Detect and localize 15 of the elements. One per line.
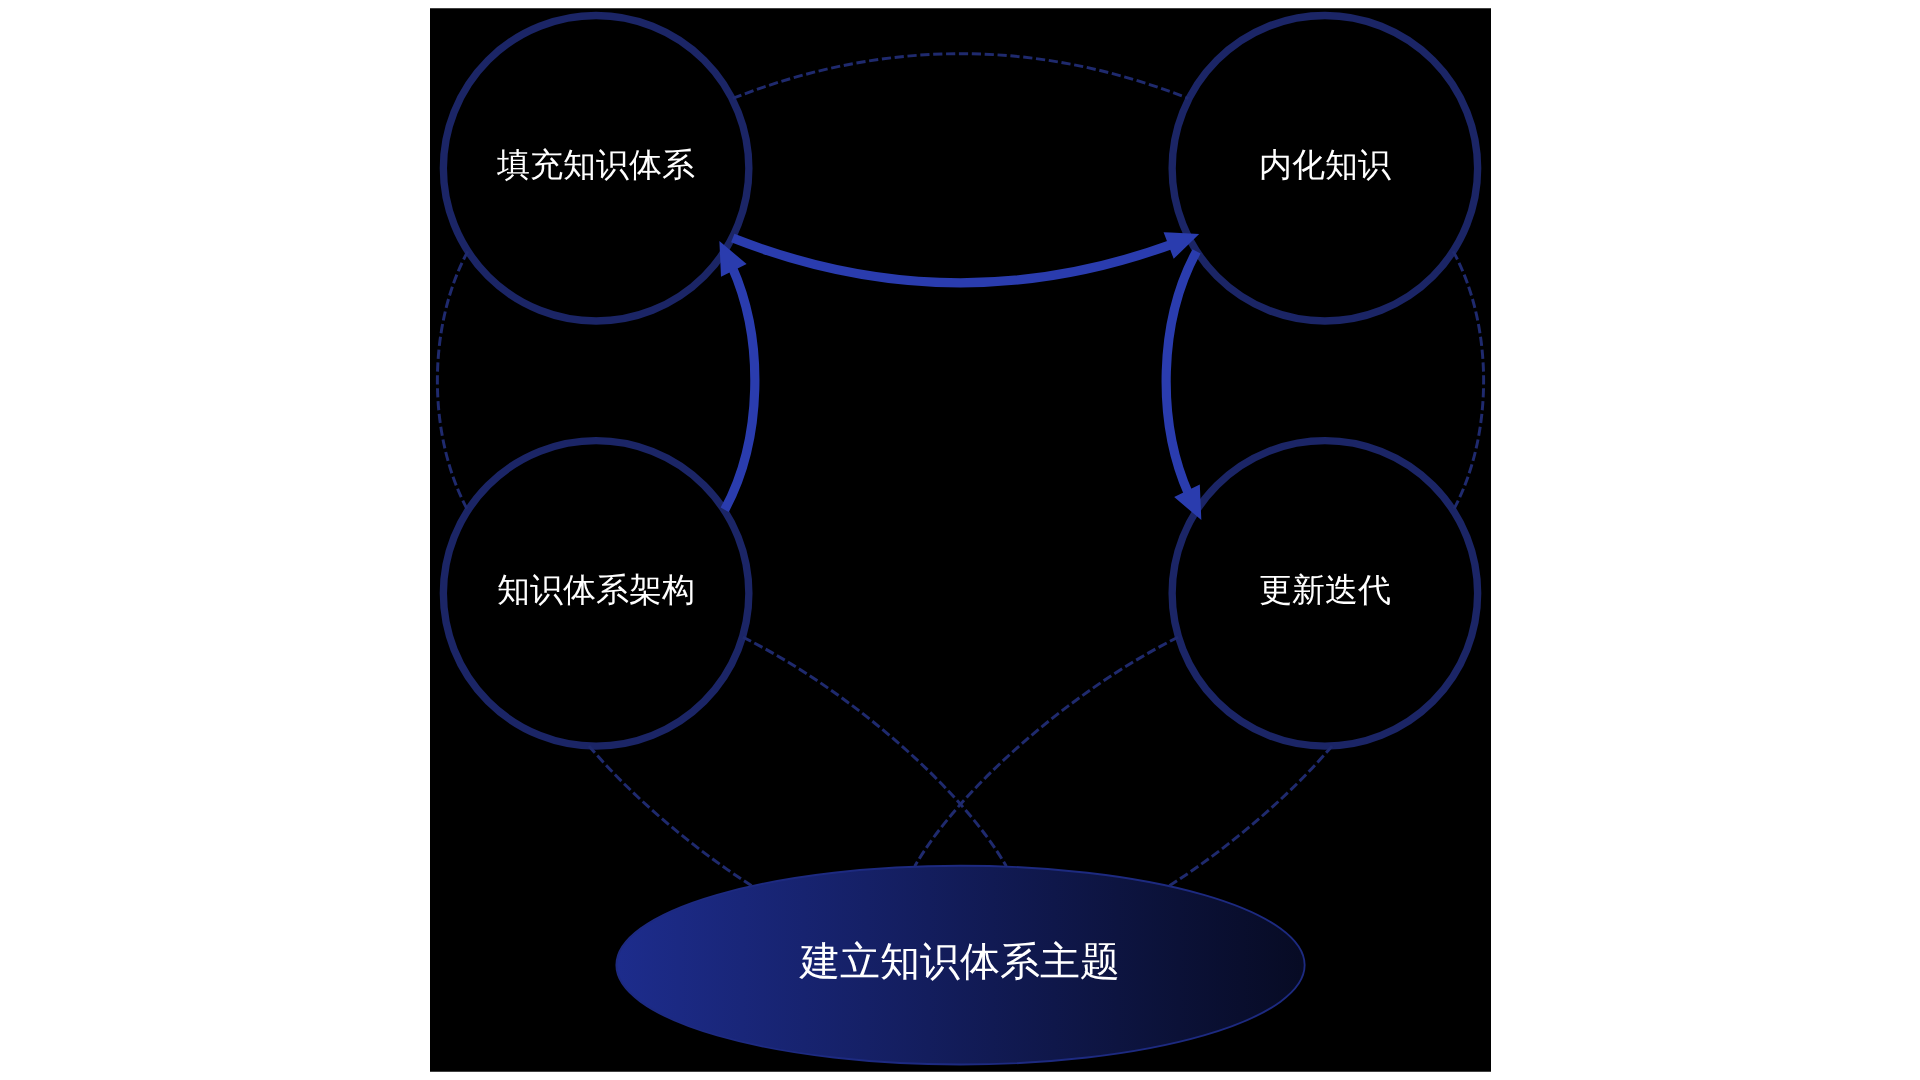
node-circle: 内化知识 bbox=[1167, 11, 1481, 325]
connector bbox=[1168, 745, 1333, 888]
arrow bbox=[730, 232, 1199, 288]
node-ellipse: 建立知识体系主题 bbox=[614, 864, 1306, 1066]
node-circle: 知识体系架构 bbox=[439, 436, 753, 750]
connector bbox=[1451, 250, 1485, 511]
connector bbox=[913, 635, 1179, 868]
connector bbox=[741, 635, 1008, 868]
arrow bbox=[718, 241, 759, 512]
node-circle: 更新迭代 bbox=[1167, 436, 1481, 750]
arrow bbox=[1161, 249, 1201, 521]
connector bbox=[731, 52, 1189, 100]
connector bbox=[435, 250, 469, 511]
node-circle: 填充知识体系 bbox=[439, 11, 753, 325]
connector bbox=[587, 745, 752, 888]
